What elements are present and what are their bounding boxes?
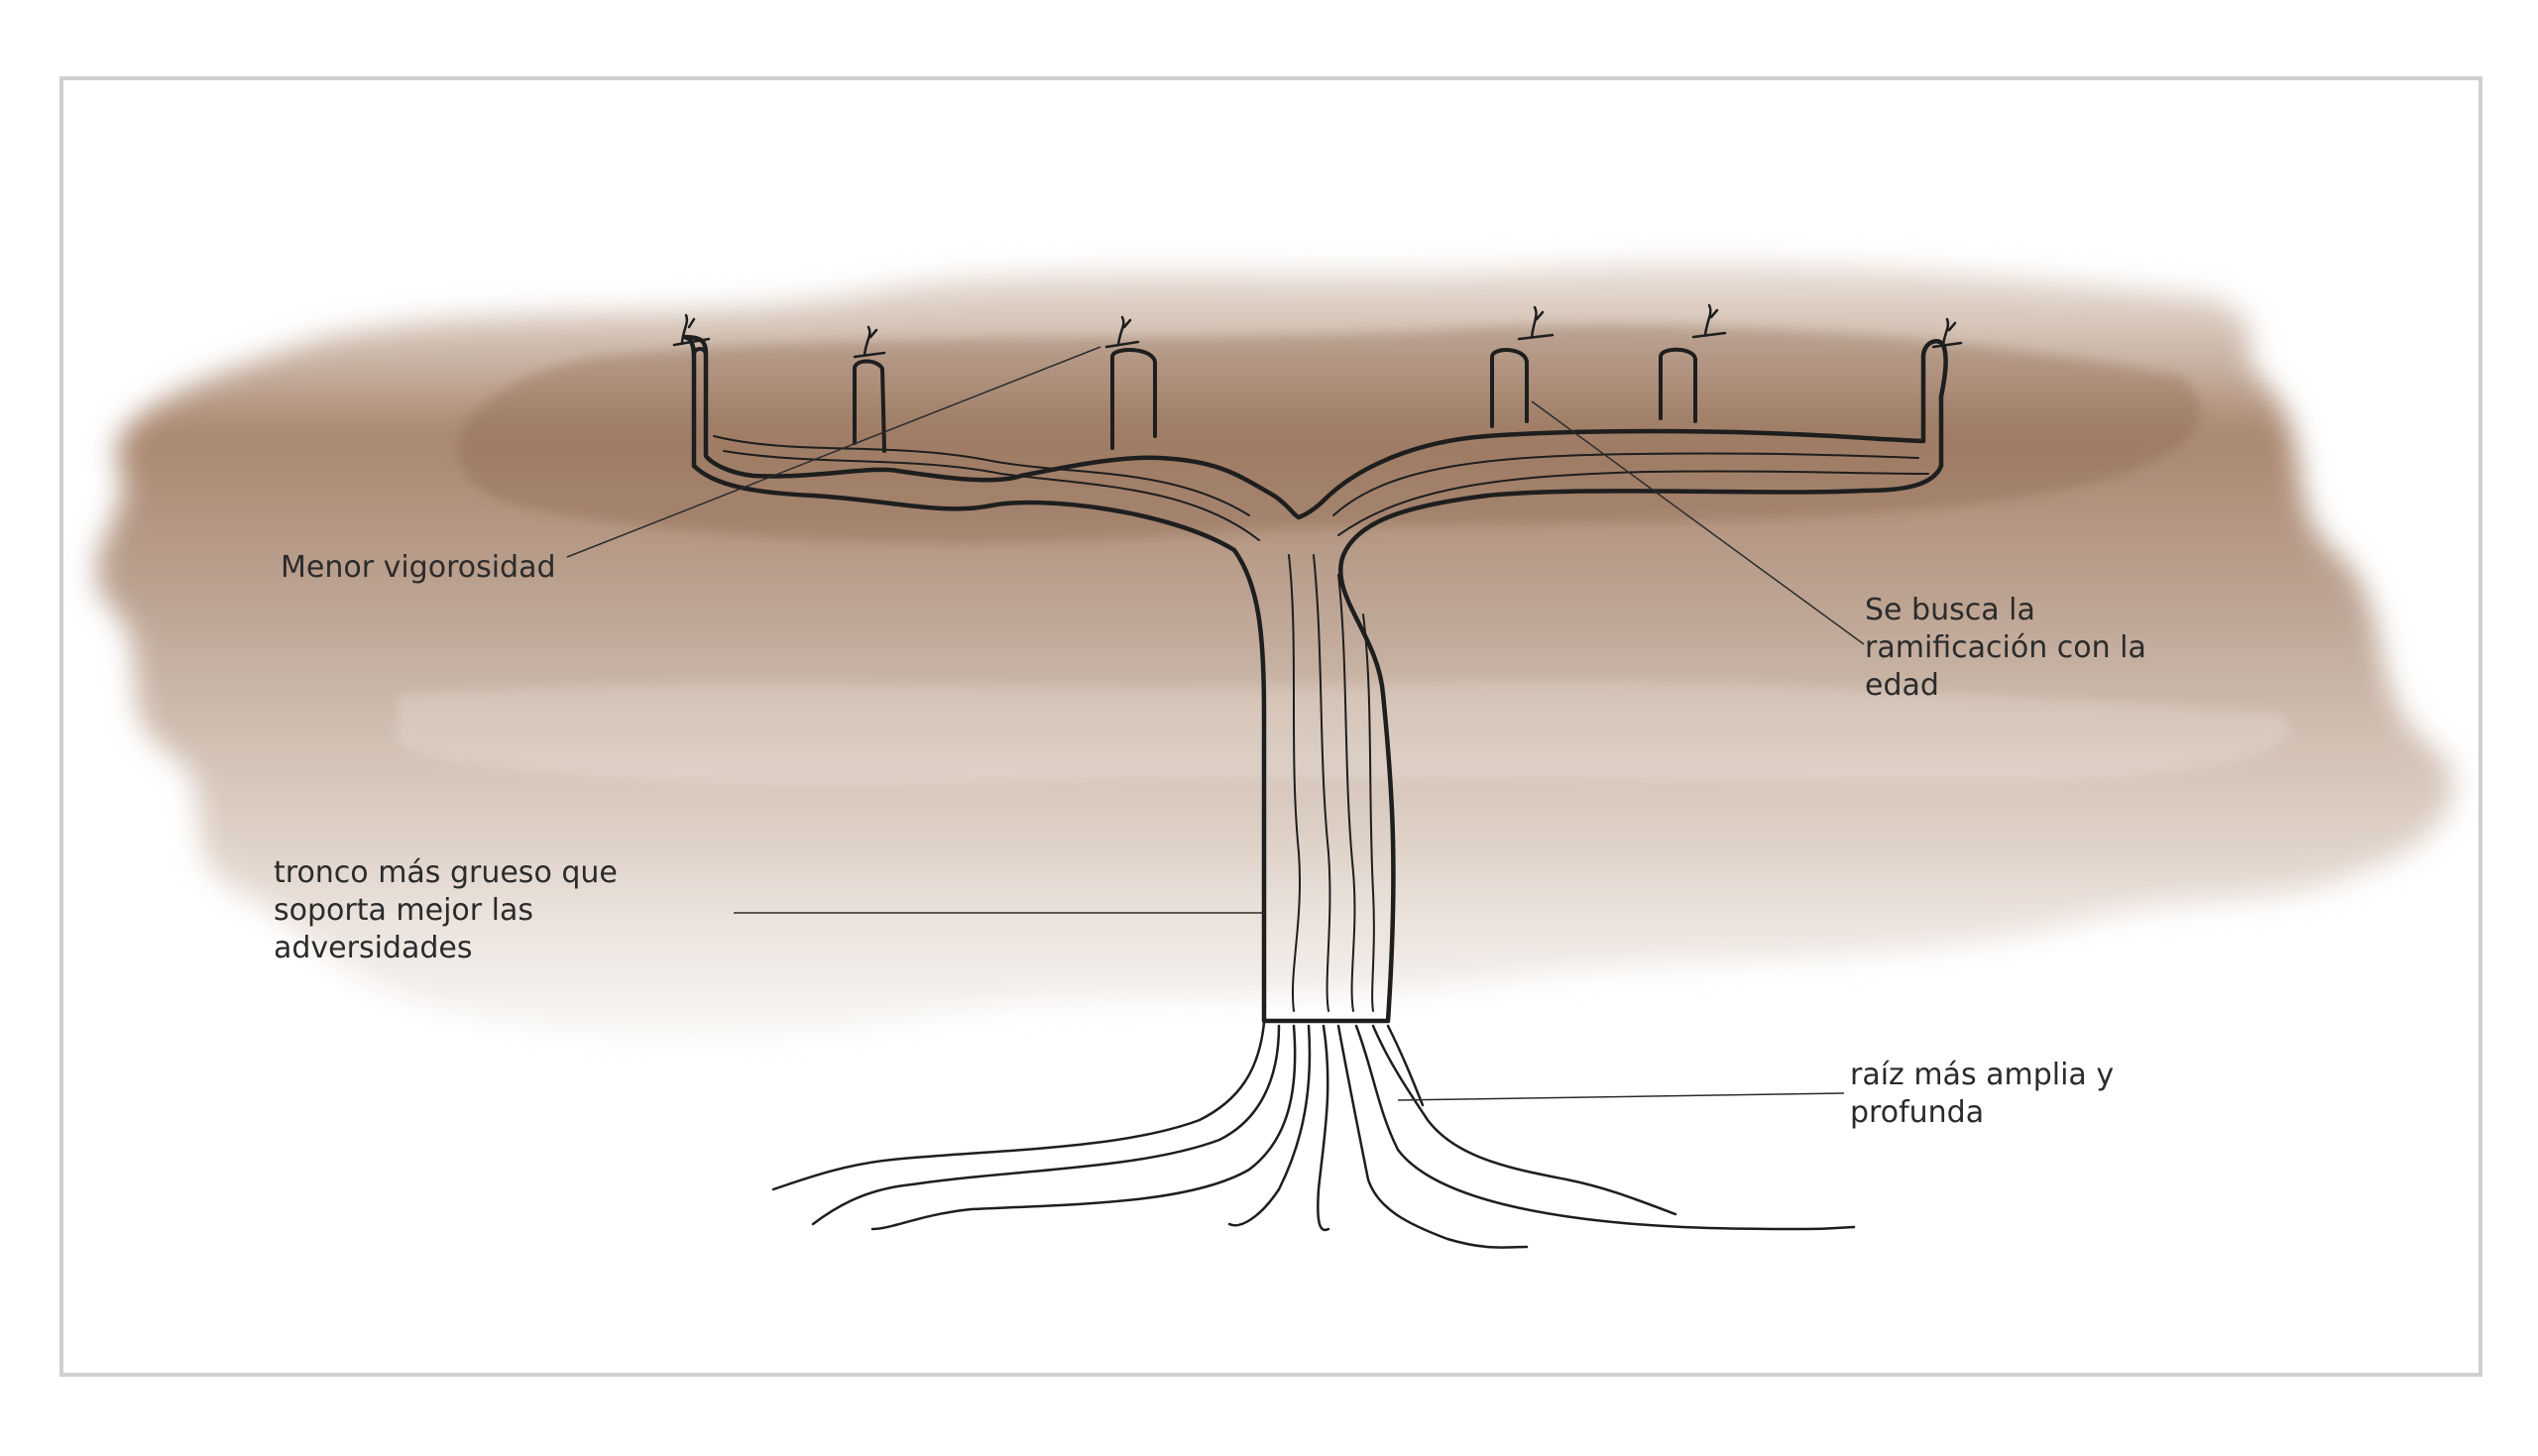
label-line: raíz más amplia y (1850, 1058, 2115, 1092)
label-line: edad (1865, 668, 1939, 703)
label-ramificacion: Se busca la ramificación con la edad (1865, 592, 2146, 705)
label-line: Menor vigorosidad (281, 550, 556, 585)
leader-line-roots (1397, 1092, 1845, 1101)
label-line: profunda (1850, 1095, 1985, 1130)
leader-line-vigor (566, 346, 1101, 558)
label-menor-vigorosidad: Menor vigorosidad (281, 549, 556, 587)
leader-lines (566, 346, 1865, 1101)
label-tronco: tronco más grueso que soporta mejor las … (274, 854, 618, 967)
label-line: ramificación con la (1865, 630, 2146, 665)
label-line: Se busca la (1865, 593, 2035, 627)
leader-line-ramification (1531, 400, 1865, 645)
label-raiz: raíz más amplia y profunda (1850, 1057, 2114, 1132)
label-line: soporta mejor las (274, 893, 533, 928)
root-icon (771, 1021, 1856, 1249)
bud-icon (672, 303, 1963, 359)
frame-border (59, 76, 2482, 1377)
label-line: adversidades (274, 931, 473, 965)
grapevine-trunk-icon (681, 334, 1948, 1024)
label-line: tronco más grueso que (274, 855, 618, 890)
